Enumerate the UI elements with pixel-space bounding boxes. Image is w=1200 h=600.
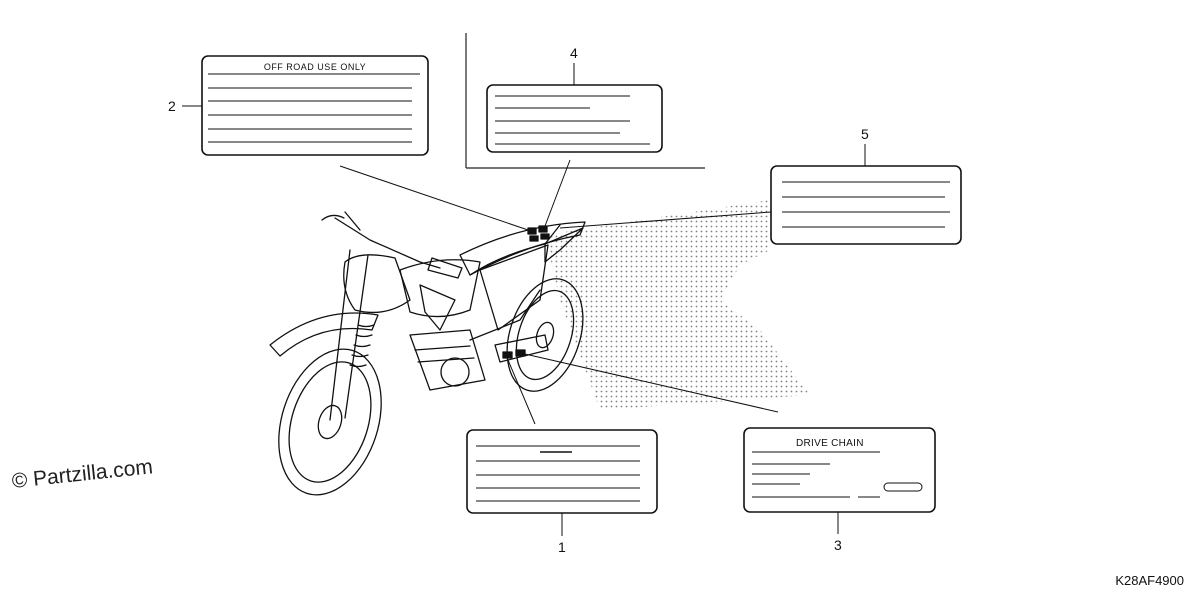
label-4[interactable]: [486, 84, 663, 153]
label-5[interactable]: [770, 165, 962, 245]
label-2-heading: OFF ROAD USE ONLY: [264, 62, 366, 72]
shading-dots: [545, 200, 810, 410]
callout-1: 1: [558, 539, 566, 555]
callout-5: 5: [861, 126, 869, 142]
label-3[interactable]: DRIVE CHAIN: [743, 427, 936, 513]
pointer-2: [339, 165, 529, 231]
callout-4: 4: [570, 45, 578, 61]
copyright-symbol: ©: [10, 468, 29, 493]
motorcycle-illustration: [269, 211, 586, 496]
label-2[interactable]: OFF ROAD USE ONLY: [201, 55, 429, 156]
pointer-3: [524, 353, 779, 413]
chain-tool-icon: [883, 482, 923, 492]
callout-3: 3: [834, 537, 842, 553]
label-1[interactable]: [466, 429, 658, 514]
pointer-4: [544, 159, 571, 227]
part-code: K28AF4900: [1115, 573, 1184, 588]
callout-2: 2: [168, 98, 176, 114]
pointer-5: [559, 211, 772, 229]
pointer-1: [507, 359, 536, 425]
label-3-heading: DRIVE CHAIN: [796, 438, 864, 449]
